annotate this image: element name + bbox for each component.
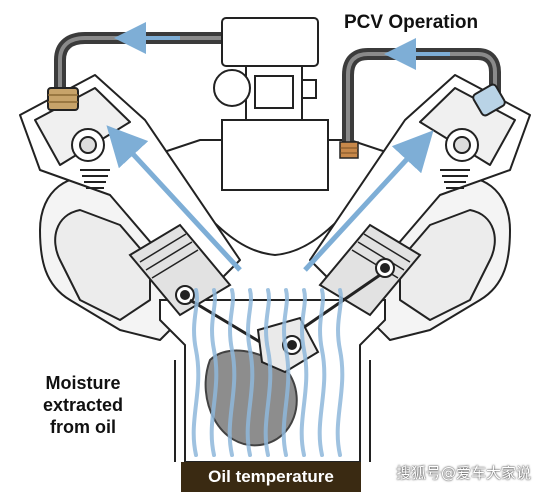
oil-temperature-bar: Oil temperature [181, 462, 361, 492]
oil-filler-fitting [47, 87, 79, 111]
pcv-valve [472, 83, 506, 117]
right-piston [299, 223, 422, 332]
vapor-waves [191, 288, 345, 457]
moisture-label-line-1: Moisture [45, 373, 121, 393]
breather-hose [54, 22, 228, 106]
left-piston [128, 223, 266, 347]
watermark: 搜狐号@爱车大家说 [396, 464, 532, 482]
flow-arrows-heads [106, 125, 434, 272]
moisture-label-line-3: from oil [50, 417, 116, 437]
pcv-hose [342, 38, 501, 148]
air-cleaner [213, 17, 319, 121]
moisture-label: Moisture extracted from oil [18, 372, 148, 438]
diagram-title: PCV Operation [344, 12, 479, 33]
intake-fitting [339, 141, 359, 159]
oil-temperature-label: Oil temperature [208, 467, 334, 486]
moisture-label-line-2: extracted [42, 395, 124, 415]
